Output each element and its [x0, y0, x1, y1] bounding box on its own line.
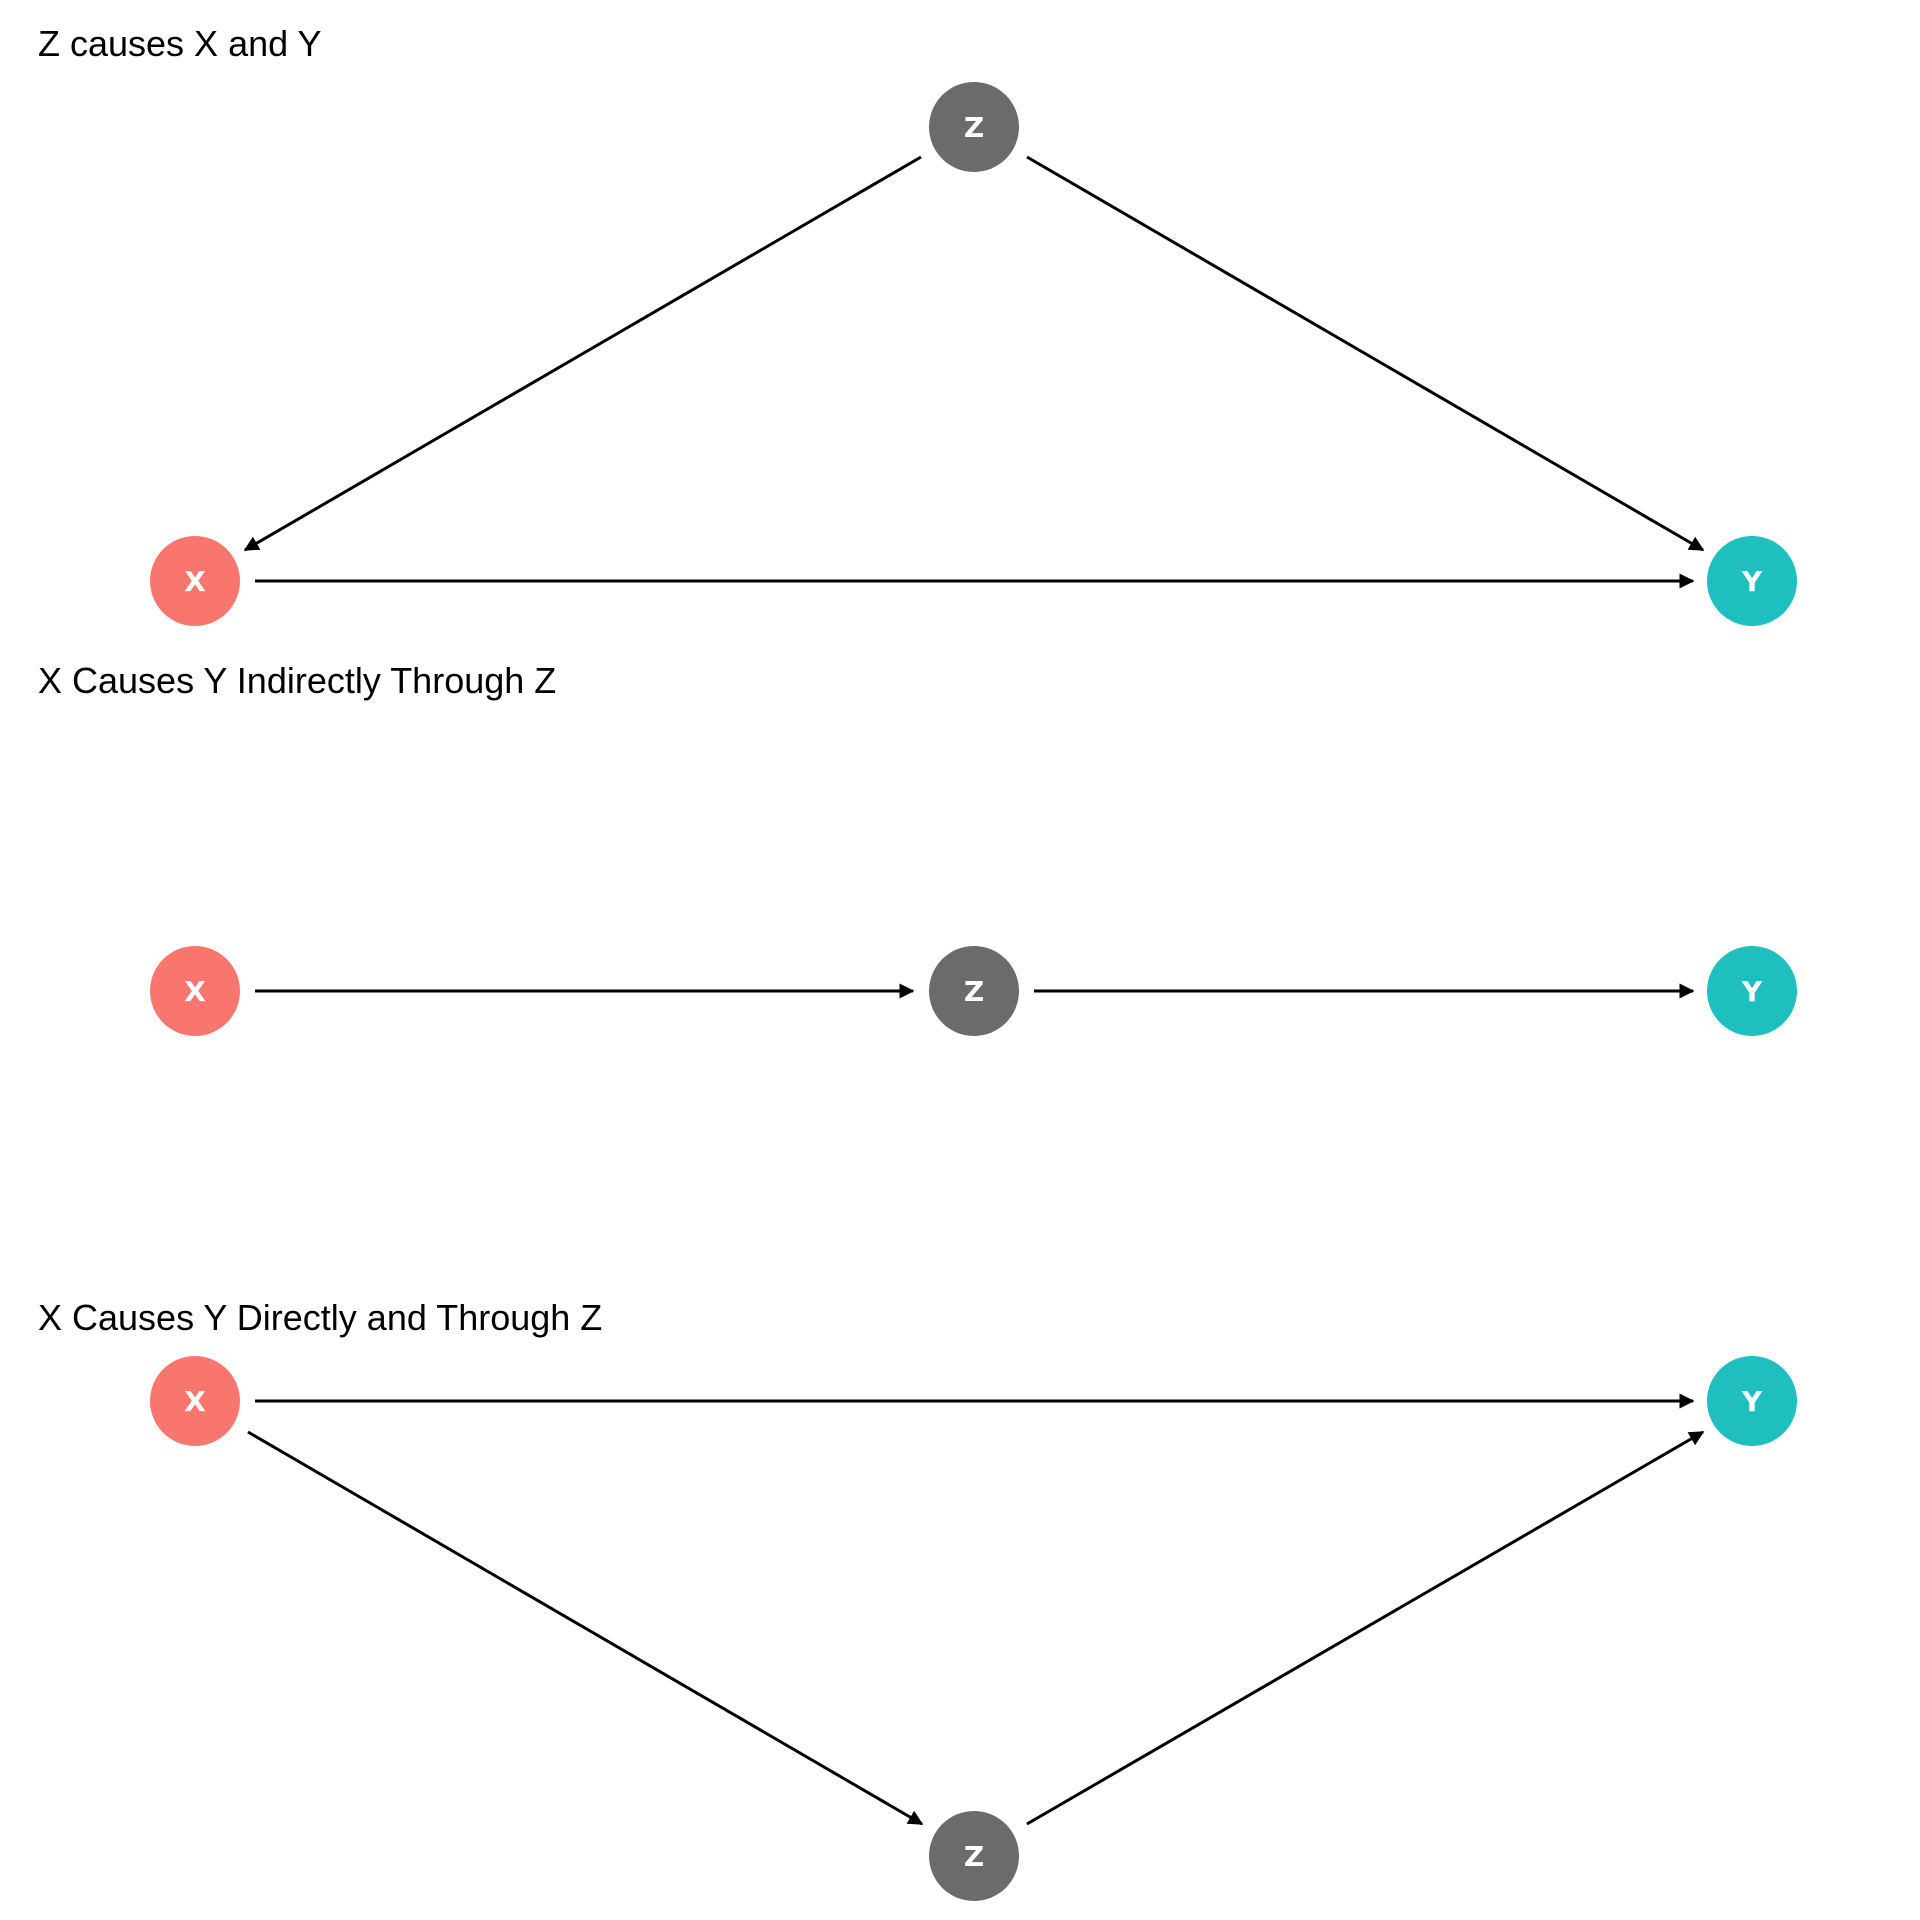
node-x-label: X: [184, 565, 206, 598]
node-y-circle: [1707, 536, 1797, 626]
node-z: Z: [929, 946, 1019, 1036]
node-z-label: Z: [964, 111, 984, 144]
node-y-label: Y: [1741, 565, 1763, 598]
node-x-label: X: [184, 1385, 206, 1418]
node-y-circle: [1707, 946, 1797, 1036]
node-x-label: X: [184, 975, 206, 1008]
node-z-label: Z: [964, 1840, 984, 1873]
node-y: Y: [1707, 536, 1797, 626]
edge-x-to-z: [247, 1430, 924, 1826]
node-y-label: Y: [1741, 975, 1763, 1008]
panel-mediation: X Causes Y Indirectly Through Z X Z Y: [38, 660, 1797, 1036]
panel-direct-and-mediated: X Causes Y Directly and Through Z X Y Z: [38, 1297, 1797, 1901]
node-x-circle: [150, 946, 240, 1036]
node-x: X: [150, 946, 240, 1036]
panel-title: Z causes X and Y: [38, 23, 322, 64]
node-z-circle: [929, 82, 1019, 172]
node-x: X: [150, 1356, 240, 1446]
node-x-circle: [150, 536, 240, 626]
node-z-circle: [929, 1811, 1019, 1901]
node-y-circle: [1707, 1356, 1797, 1446]
node-y: Y: [1707, 946, 1797, 1036]
node-x: X: [150, 536, 240, 626]
node-y: Y: [1707, 1356, 1797, 1446]
panel-title: X Causes Y Indirectly Through Z: [38, 660, 556, 701]
panel-confounder: Z causes X and Y Z X Y: [38, 23, 1797, 626]
edge-z-to-y: [1026, 155, 1705, 552]
node-z-label: Z: [964, 975, 984, 1008]
panel-title: X Causes Y Directly and Through Z: [38, 1297, 602, 1338]
node-x-circle: [150, 1356, 240, 1446]
edge-z-to-x: [243, 155, 922, 552]
node-z: Z: [929, 82, 1019, 172]
node-z: Z: [929, 1811, 1019, 1901]
node-y-label: Y: [1741, 1385, 1763, 1418]
node-z-circle: [929, 946, 1019, 1036]
edge-z-to-y: [1026, 1430, 1705, 1826]
